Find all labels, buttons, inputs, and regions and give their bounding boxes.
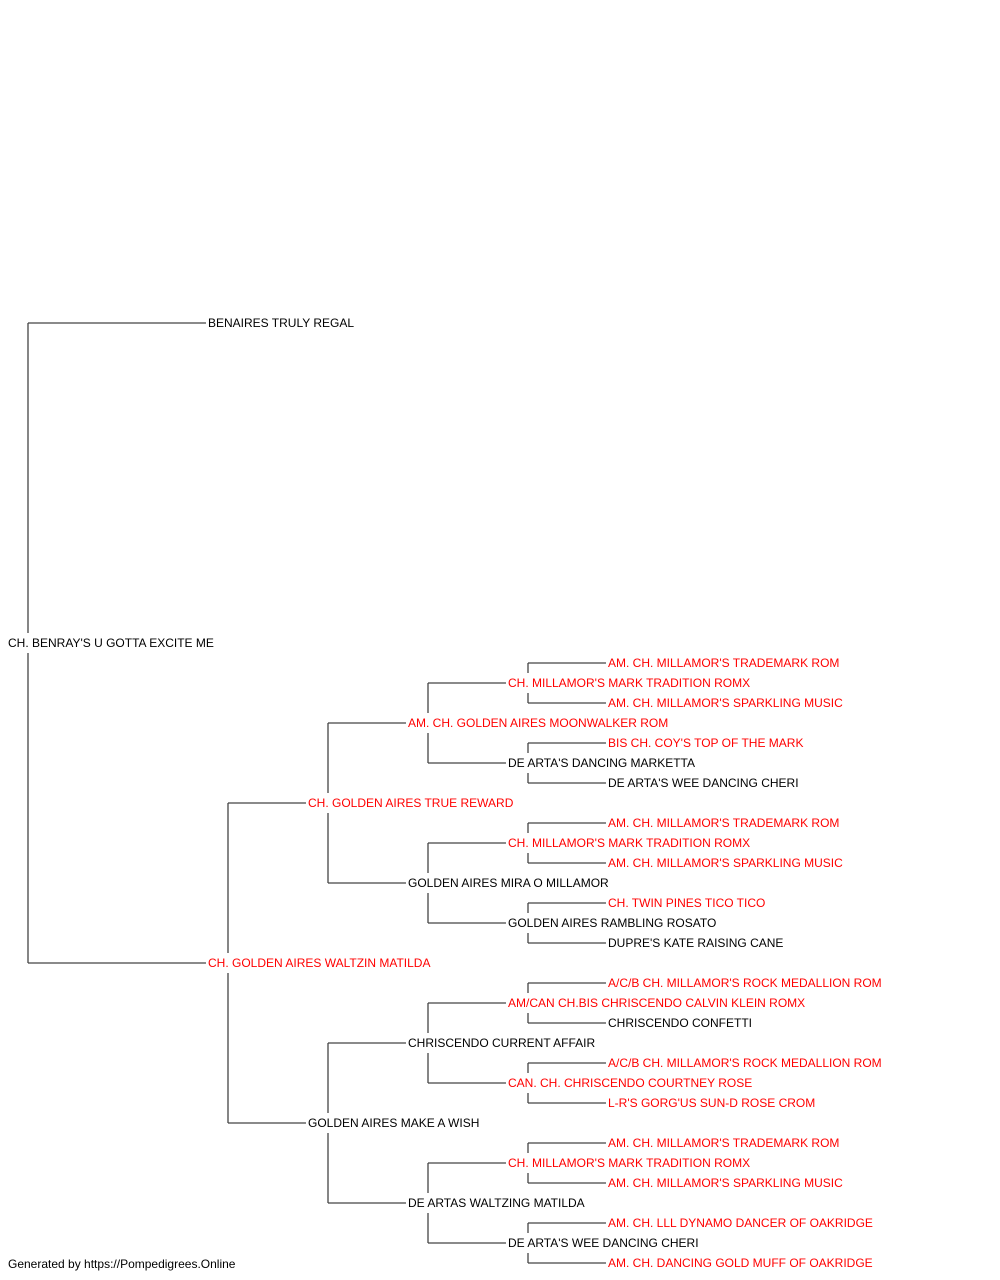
pedigree-name-gen4: CAN. CH. CHRISCENDO COURTNEY ROSE <box>508 1076 752 1090</box>
pedigree-name-gen5: AM. CH. MILLAMOR'S TRADEMARK ROM <box>608 656 839 670</box>
pedigree-name-gen5: AM. CH. LLL DYNAMO DANCER OF OAKRIDGE <box>608 1216 873 1230</box>
pedigree-name-gen4: CH. MILLAMOR'S MARK TRADITION ROMX <box>508 836 750 850</box>
pedigree-name-gen2: GOLDEN AIRES MAKE A WISH <box>308 1116 479 1130</box>
pedigree-name-gen5: DE ARTA'S WEE DANCING CHERI <box>608 776 799 790</box>
pedigree-name-gen5: BIS CH. COY'S TOP OF THE MARK <box>608 736 803 750</box>
pedigree-name-gen1: BENAIRES TRULY REGAL <box>208 316 354 330</box>
pedigree-name-gen4: AM/CAN CH.BIS CHRISCENDO CALVIN KLEIN RO… <box>508 996 805 1010</box>
pedigree-name-gen5: AM. CH. MILLAMOR'S TRADEMARK ROM <box>608 1136 839 1150</box>
pedigree-name-gen4: GOLDEN AIRES RAMBLING ROSATO <box>508 916 716 930</box>
pedigree-name-gen0: CH. BENRAY'S U GOTTA EXCITE ME <box>8 636 214 650</box>
pedigree-name-gen5: L-R'S GORG'US SUN-D ROSE CROM <box>608 1096 815 1110</box>
pedigree-name-gen5: AM. CH. MILLAMOR'S TRADEMARK ROM <box>608 816 839 830</box>
pedigree-name-gen4: DE ARTA'S WEE DANCING CHERI <box>508 1236 699 1250</box>
pedigree-name-gen4: DE ARTA'S DANCING MARKETTA <box>508 756 695 770</box>
pedigree-name-gen3: DE ARTAS WALTZING MATILDA <box>408 1196 585 1210</box>
generator-credit: Generated by https://Pompedigrees.Online <box>8 1257 236 1271</box>
pedigree-name-gen5: CH. TWIN PINES TICO TICO <box>608 896 765 910</box>
pedigree-name-gen5: CHRISCENDO CONFETTI <box>608 1016 752 1030</box>
pedigree-name-gen4: CH. MILLAMOR'S MARK TRADITION ROMX <box>508 1156 750 1170</box>
pedigree-name-gen5: A/C/B CH. MILLAMOR'S ROCK MEDALLION ROM <box>608 976 882 990</box>
pedigree-name-gen3: CHRISCENDO CURRENT AFFAIR <box>408 1036 595 1050</box>
pedigree-name-gen5: DUPRE'S KATE RAISING CANE <box>608 936 783 950</box>
pedigree-name-gen2: CH. GOLDEN AIRES TRUE REWARD <box>308 796 514 810</box>
pedigree-name-gen5: A/C/B CH. MILLAMOR'S ROCK MEDALLION ROM <box>608 1056 882 1070</box>
pedigree-name-gen5: AM. CH. MILLAMOR'S SPARKLING MUSIC <box>608 856 843 870</box>
pedigree-name-gen5: AM. CH. DANCING GOLD MUFF OF OAKRIDGE <box>608 1256 873 1270</box>
pedigree-name-gen5: AM. CH. MILLAMOR'S SPARKLING MUSIC <box>608 1176 843 1190</box>
pedigree-name-gen1: CH. GOLDEN AIRES WALTZIN MATILDA <box>208 956 430 970</box>
pedigree-name-gen3: AM. CH. GOLDEN AIRES MOONWALKER ROM <box>408 716 668 730</box>
pedigree-name-gen4: CH. MILLAMOR'S MARK TRADITION ROMX <box>508 676 750 690</box>
pedigree-name-gen3: GOLDEN AIRES MIRA O MILLAMOR <box>408 876 609 890</box>
pedigree-name-gen5: AM. CH. MILLAMOR'S SPARKLING MUSIC <box>608 696 843 710</box>
